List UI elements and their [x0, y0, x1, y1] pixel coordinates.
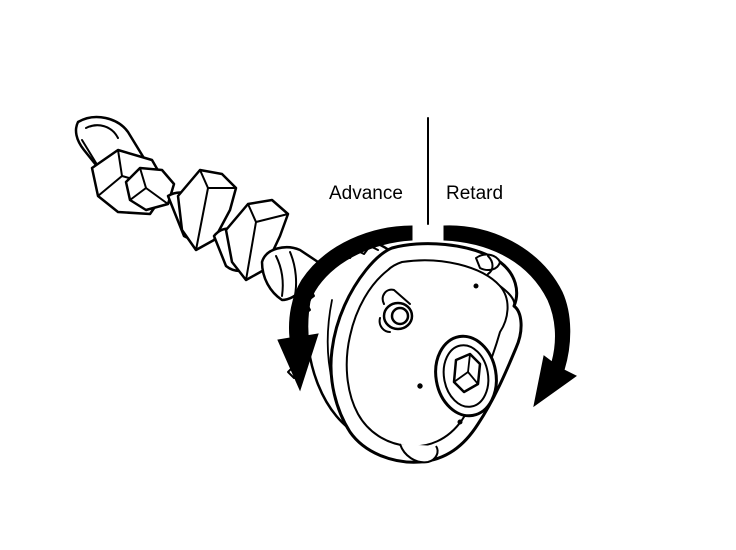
advance-arrow	[277, 225, 413, 392]
phaser-housing	[329, 242, 523, 464]
retard-label: Retard	[446, 183, 503, 204]
retard-arrow	[443, 225, 577, 408]
phaser-bolt	[378, 288, 414, 333]
center-hex-socket	[417, 283, 498, 425]
camshaft	[74, 115, 320, 302]
advance-label: Advance	[329, 183, 403, 204]
